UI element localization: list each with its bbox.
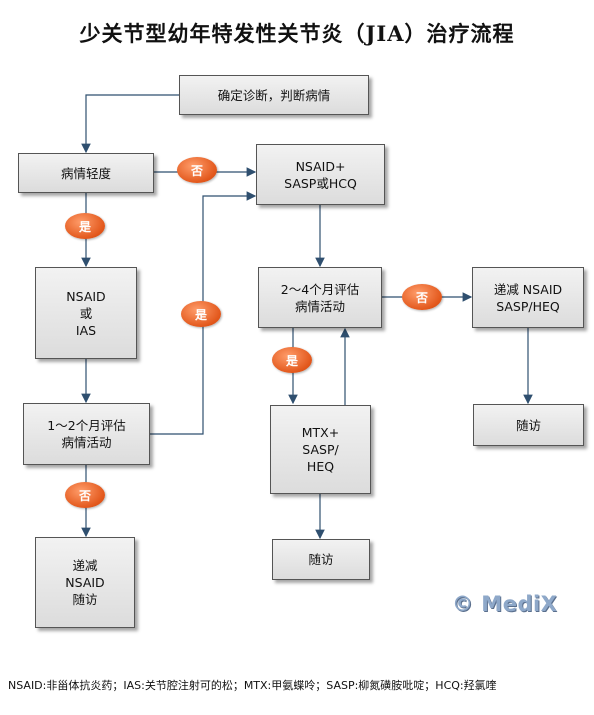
taper-nsaid-label: 递减 NSAID 随访 xyxy=(65,558,105,607)
badge-yes-severity: 是 xyxy=(65,213,105,239)
taper-nsaid-sasp-label: 递减 NSAID SASP/HEQ xyxy=(493,281,563,314)
arrow-diagnosis-to-severity xyxy=(81,94,179,154)
eval-2-4-label: 2～4个月评估 病情活动 xyxy=(280,281,360,314)
medix-logo: © MediX xyxy=(452,592,558,616)
badge-no-eval24: 否 xyxy=(402,284,442,310)
nsaid-sasp-hcq-box: NSAID+ SASP或HCQ xyxy=(256,144,385,205)
diagram-title: 少关节型幼年特发性关节炎（JIA）治疗流程 xyxy=(79,21,515,46)
badge-yes-eval12: 是 xyxy=(181,301,221,327)
severity-label: 病情轻度 xyxy=(60,165,111,181)
badge-no-severity: 否 xyxy=(177,157,217,183)
eval-1-2-label: 1～2个月评估 病情活动 xyxy=(47,418,126,450)
abbreviation-footnote: NSAID:非甾体抗炎药；IAS:关节腔注射可的松；MTX:甲氨蝶呤；SASP:… xyxy=(8,679,497,692)
followup-right-label: 随访 xyxy=(515,417,541,433)
mtx-label: MTX+ SASP/ HEQ xyxy=(301,425,340,474)
badge-yes-eval24: 是 xyxy=(272,347,312,373)
followup-right-box: 随访 xyxy=(473,404,584,446)
taper-nsaid-sasp-box: 递减 NSAID SASP/HEQ xyxy=(472,267,584,328)
eval-2-4-box: 2～4个月评估 病情活动 xyxy=(258,267,382,328)
diagnosis-box: 确定诊断，判断病情 xyxy=(179,75,369,115)
nsaid-or-ias-box: NSAID 或 IAS xyxy=(35,267,137,359)
diagnosis-label: 确定诊断，判断病情 xyxy=(217,87,331,103)
mtx-box: MTX+ SASP/ HEQ xyxy=(270,405,371,494)
badge-no-eval12: 否 xyxy=(65,482,105,508)
followup-mid-label: 随访 xyxy=(308,552,334,567)
severity-box: 病情轻度 xyxy=(18,153,154,193)
followup-mid-box: 随访 xyxy=(272,539,370,580)
eval-1-2-box: 1～2个月评估 病情活动 xyxy=(23,403,150,465)
nsaid-or-ias-label: NSAID 或 IAS xyxy=(66,288,106,338)
taper-nsaid-box: 递减 NSAID 随访 xyxy=(35,537,135,628)
nsaid-sasp-hcq-label: NSAID+ SASP或HCQ xyxy=(284,158,357,191)
